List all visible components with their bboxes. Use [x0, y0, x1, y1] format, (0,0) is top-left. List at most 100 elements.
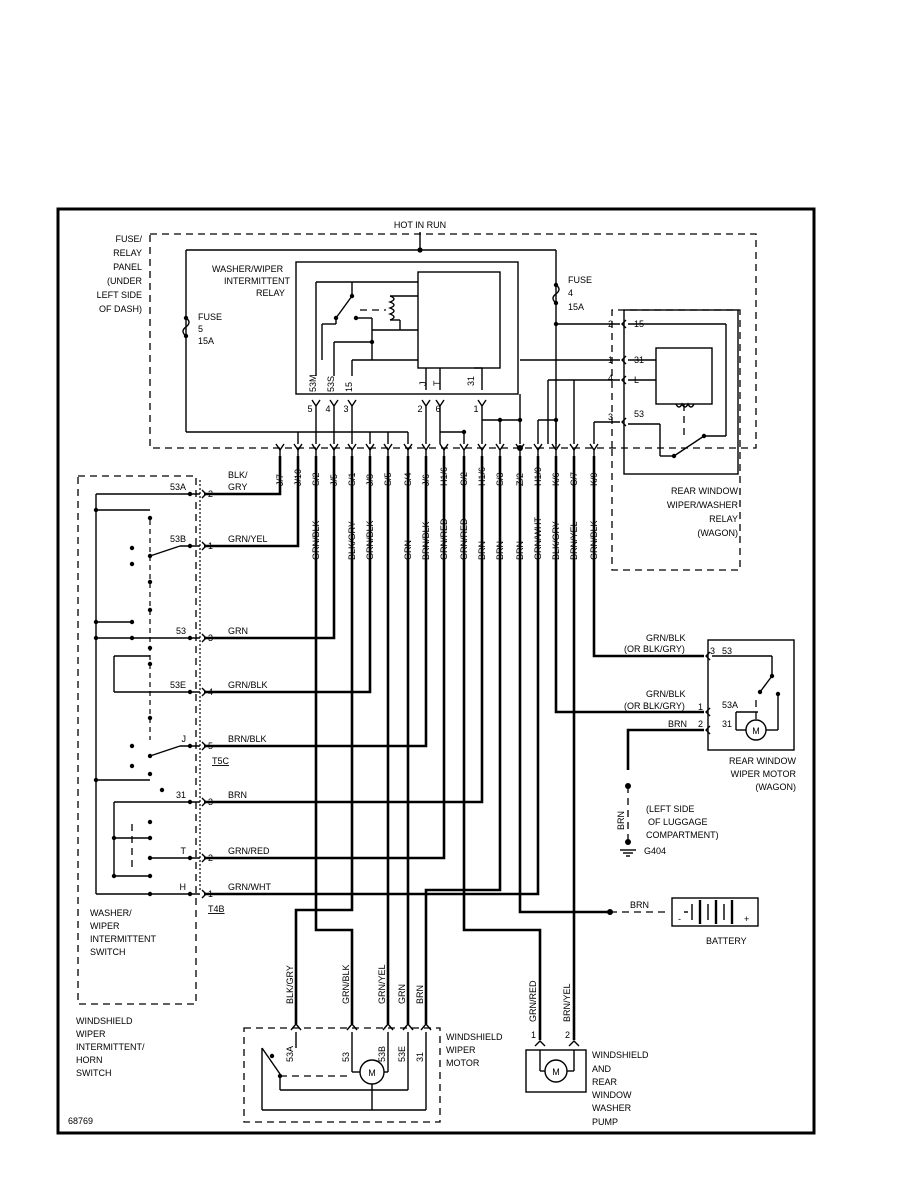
svg-text:(OR BLK/GRY): (OR BLK/GRY): [624, 644, 685, 654]
svg-text:SWITCH: SWITCH: [76, 1068, 112, 1078]
connector-pin: [275, 443, 285, 452]
svg-text:15: 15: [634, 319, 644, 329]
motor-wire-label: BLK/GRY: [285, 965, 295, 1004]
svg-text:FUSE: FUSE: [568, 275, 592, 285]
svg-text:53A: 53A: [722, 700, 738, 710]
svg-text:4: 4: [568, 288, 573, 298]
svg-text:INTERMITTENT: INTERMITTENT: [224, 276, 290, 286]
switch-terminal: 53E: [170, 680, 186, 690]
hot-in-run-label: HOT IN RUN: [394, 220, 446, 230]
fuse-5: FUSE 5 15A: [182, 312, 222, 346]
svg-text:J: J: [418, 382, 428, 387]
switch-wire: GRN/BLK: [228, 680, 268, 690]
connector-pin: [569, 443, 579, 452]
rear-window-wiper-motor: GRN/BLK (OR BLK/GRY) 3 53 GRN/BLK (OR BL…: [624, 633, 797, 792]
switch-wire-prefix: BLK/: [228, 470, 248, 480]
svg-text:RELAY: RELAY: [709, 514, 738, 524]
switch-wire: BRN/BLK: [228, 734, 267, 744]
svg-text:SWITCH: SWITCH: [90, 947, 126, 957]
svg-text:31: 31: [634, 355, 644, 365]
svg-text:1: 1: [698, 702, 703, 712]
motor-wire-label: GRN/YEL: [377, 964, 387, 1004]
svg-text:GRN/BLK: GRN/BLK: [646, 689, 686, 699]
motor-terminal: 53E: [397, 1046, 407, 1062]
t5c-connector-label: T5C: [212, 756, 230, 766]
svg-text:53S: 53S: [326, 376, 336, 392]
svg-text:6: 6: [435, 404, 440, 414]
switch-terminal: 31: [176, 790, 186, 800]
svg-text:BATTERY: BATTERY: [706, 936, 747, 946]
svg-text:5: 5: [198, 324, 203, 334]
svg-text:BRN: BRN: [616, 811, 626, 830]
connector-pin: [495, 443, 505, 452]
fuse-4: FUSE 4 15A: [552, 275, 592, 312]
connector-pin: [533, 443, 543, 452]
svg-text:M: M: [752, 726, 760, 736]
svg-text:GRN/BLK: GRN/BLK: [646, 633, 686, 643]
svg-text:FUSE/: FUSE/: [115, 234, 142, 244]
svg-text:FUSE: FUSE: [198, 312, 222, 322]
svg-text:4: 4: [608, 373, 613, 383]
svg-text:WIPER/WASHER: WIPER/WASHER: [667, 500, 739, 510]
connector-pin: [311, 443, 321, 452]
svg-text:53M: 53M: [308, 374, 318, 392]
switch-terminal: 53A: [170, 482, 186, 492]
rear-window-relay: 2 15 1 31 4 L 3 53 REAR WINDOW WIPER/WAS…: [608, 309, 741, 571]
svg-text:WINDSHIELD: WINDSHIELD: [446, 1032, 503, 1042]
svg-text:-: -: [678, 914, 681, 924]
motor-wire-label: GRN: [397, 984, 407, 1004]
svg-text:31: 31: [466, 376, 476, 386]
svg-text:(WAGON): (WAGON): [755, 782, 796, 792]
motor-wire-label: GRN/BLK: [341, 964, 351, 1004]
svg-text:RELAY: RELAY: [113, 248, 142, 258]
switch-terminal: 53B: [170, 534, 186, 544]
connector-pin: [403, 443, 413, 452]
svg-text:MOTOR: MOTOR: [446, 1058, 480, 1068]
svg-text:WIPER: WIPER: [90, 921, 120, 931]
wire-runs: [204, 456, 704, 1040]
connector-pin: [589, 443, 599, 452]
svg-text:WINDSHIELD: WINDSHIELD: [76, 1016, 133, 1026]
t4b-connector-label: T4B: [208, 904, 225, 914]
switch-terminal: H: [180, 882, 187, 892]
horn-switch-label: WINDSHIELD WIPER INTERMITTENT/ HORN SWIT…: [76, 1016, 145, 1078]
svg-text:GRN/RED: GRN/RED: [528, 980, 538, 1022]
svg-text:31: 31: [722, 719, 732, 729]
svg-text:BRN: BRN: [630, 900, 649, 910]
fuse-relay-panel-label: FUSE/ RELAY PANEL (UNDER LEFT SIDE OF DA…: [97, 234, 143, 314]
switch-terminal: T: [181, 846, 187, 856]
svg-text:OF DASH): OF DASH): [99, 304, 142, 314]
svg-text:T: T: [432, 380, 442, 386]
svg-text:1: 1: [531, 1030, 536, 1040]
ground-g404: BRN (LEFT SIDE OF LUGGAGE COMPARTMENT) G…: [616, 783, 719, 857]
svg-text:WASHER/: WASHER/: [90, 908, 132, 918]
motor-terminal: 53A: [285, 1046, 295, 1062]
svg-text:LEFT SIDE: LEFT SIDE: [97, 290, 142, 300]
svg-text:BRN/YEL: BRN/YEL: [562, 983, 572, 1022]
svg-text:G404: G404: [644, 846, 666, 856]
svg-text:BRN: BRN: [668, 719, 687, 729]
motor-terminal: 53: [341, 1052, 351, 1062]
svg-text:(UNDER: (UNDER: [107, 276, 142, 286]
svg-text:2: 2: [698, 719, 703, 729]
svg-text:3: 3: [608, 412, 613, 422]
motor-terminal: 31: [415, 1052, 425, 1062]
connector-pin: [439, 443, 449, 452]
switch-wire: GRN/RED: [228, 846, 270, 856]
intermittent-relay: WASHER/WIPER INTERMITTENT RELAY 53M 53S …: [212, 261, 519, 395]
svg-text:5: 5: [307, 404, 312, 414]
svg-text:3: 3: [710, 646, 715, 656]
svg-text:PUMP: PUMP: [592, 1117, 618, 1127]
svg-text:15: 15: [344, 382, 354, 392]
svg-text:53: 53: [634, 409, 644, 419]
svg-text:+: +: [744, 914, 749, 924]
switch-wire: BRN: [228, 790, 247, 800]
diagram-frame: [56, 207, 816, 1135]
svg-text:COMPARTMENT): COMPARTMENT): [646, 830, 719, 840]
svg-text:15A: 15A: [568, 302, 584, 312]
svg-text:2: 2: [565, 1030, 570, 1040]
fuse-relay-panel-outline: [149, 233, 757, 449]
connector-pin: [329, 443, 339, 452]
connector-pin: [383, 443, 393, 452]
